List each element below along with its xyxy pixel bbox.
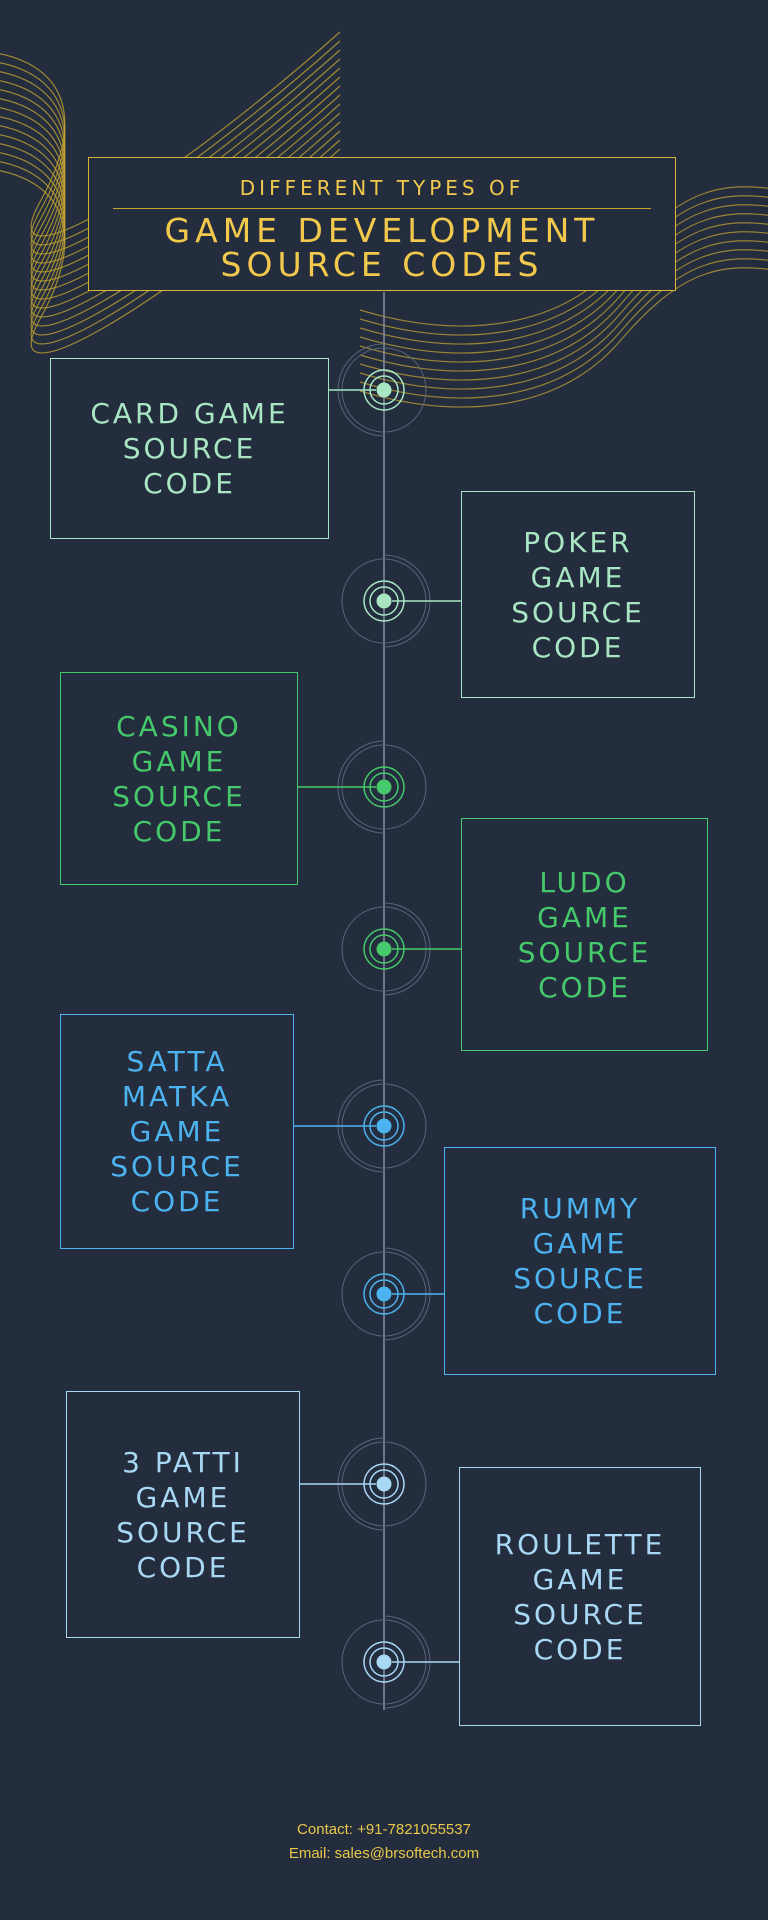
footer-email: Email: sales@brsoftech.com bbox=[288, 1845, 480, 1862]
game-card-label: POKER GAME SOURCE CODE bbox=[511, 525, 645, 664]
game-card-label: SATTA MATKA GAME SOURCE CODE bbox=[110, 1045, 244, 1218]
game-card-label: ROULETTE GAME SOURCE CODE bbox=[494, 1527, 666, 1666]
game-card: RUMMY GAME SOURCE CODE bbox=[444, 1147, 716, 1375]
game-card-label: CASINO GAME SOURCE CODE bbox=[112, 709, 246, 848]
header-divider bbox=[113, 208, 651, 209]
game-card-label: LUDO GAME SOURCE CODE bbox=[517, 865, 652, 1004]
game-card: POKER GAME SOURCE CODE bbox=[461, 491, 695, 698]
game-card: ROULETTE GAME SOURCE CODE bbox=[459, 1467, 701, 1726]
game-card-label: 3 PATTI GAME SOURCE CODE bbox=[116, 1445, 250, 1584]
game-card: CASINO GAME SOURCE CODE bbox=[60, 672, 298, 885]
game-card: SATTA MATKA GAME SOURCE CODE bbox=[60, 1014, 294, 1249]
game-card: CARD GAME SOURCE CODE bbox=[50, 358, 329, 539]
game-card-label: CARD GAME SOURCE CODE bbox=[90, 397, 289, 500]
footer-contact: Contact: +91-7821055537 bbox=[297, 1821, 471, 1838]
page-title: GAME DEVELOPMENT SOURCE CODES bbox=[164, 211, 600, 284]
game-card: LUDO GAME SOURCE CODE bbox=[461, 818, 708, 1051]
game-card: 3 PATTI GAME SOURCE CODE bbox=[66, 1391, 300, 1638]
header-banner: DIFFERENT TYPES OF GAME DEVELOPMENT SOUR… bbox=[88, 157, 676, 291]
header-subtitle: DIFFERENT TYPES OF bbox=[239, 176, 525, 200]
game-card-label: RUMMY GAME SOURCE CODE bbox=[513, 1192, 647, 1330]
